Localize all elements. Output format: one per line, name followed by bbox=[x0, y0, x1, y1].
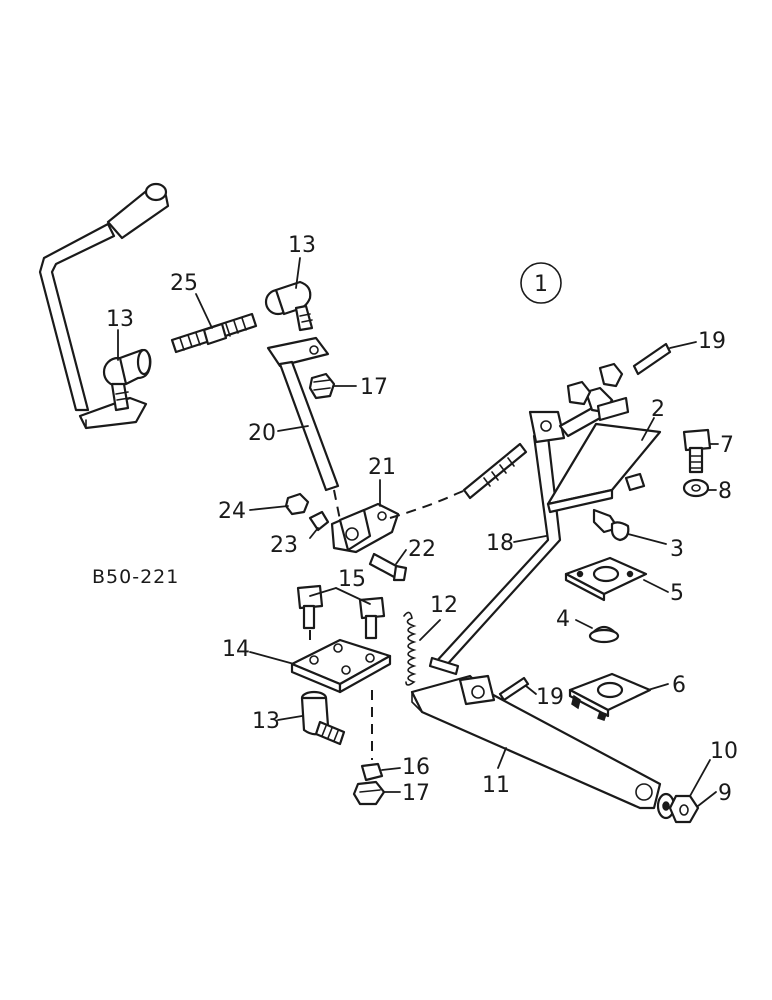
callout-14: 14 bbox=[222, 637, 250, 662]
callout-24: 24 bbox=[218, 499, 246, 524]
mounting-plate bbox=[290, 638, 392, 694]
bearing-flange-lower bbox=[568, 672, 652, 721]
main-arm bbox=[410, 674, 662, 810]
pedal-plate bbox=[546, 422, 662, 514]
callout-19-lower: 19 bbox=[536, 685, 564, 710]
callout-21: 21 bbox=[368, 455, 396, 480]
leader-lines bbox=[117, 257, 719, 807]
callout-3: 3 bbox=[670, 537, 684, 562]
view-number-circle bbox=[520, 262, 562, 304]
callout-16: 16 bbox=[402, 755, 430, 780]
bearing-flange-upper bbox=[564, 556, 648, 602]
pin-lower bbox=[498, 676, 530, 702]
callout-4: 4 bbox=[556, 607, 570, 632]
callout-labels: 2 3 4 5 6 7 8 9 10 11 12 13 13 13 14 15 … bbox=[106, 233, 738, 806]
clevis-bracket bbox=[330, 502, 400, 554]
callout-15: 15 bbox=[338, 567, 366, 592]
callout-13-top: 13 bbox=[288, 233, 316, 258]
link-rod bbox=[266, 336, 340, 492]
pivot-clip bbox=[592, 508, 630, 542]
callout-20: 20 bbox=[248, 421, 276, 446]
ball-joint-upper-left bbox=[102, 348, 152, 412]
callout-13-upper-left: 13 bbox=[106, 307, 134, 332]
callout-8: 8 bbox=[718, 479, 732, 504]
callout-11: 11 bbox=[482, 773, 510, 798]
figure-reference: B50-221 bbox=[92, 566, 179, 588]
washer-23 bbox=[308, 510, 330, 532]
nut-upper bbox=[308, 372, 336, 400]
callout-17-upper: 17 bbox=[360, 375, 388, 400]
nut-16 bbox=[360, 762, 384, 782]
callout-23: 23 bbox=[270, 533, 298, 558]
bearing-cap bbox=[588, 625, 620, 644]
linkage-path bbox=[389, 477, 489, 519]
nut-24 bbox=[284, 492, 310, 516]
spring bbox=[403, 611, 417, 686]
elbow-fitting bbox=[300, 690, 346, 746]
callout-17-lower: 17 bbox=[402, 781, 430, 806]
nut-lower bbox=[352, 780, 386, 806]
callout-25: 25 bbox=[170, 271, 198, 296]
nut-9 bbox=[668, 794, 700, 824]
ball-joint-top bbox=[264, 280, 314, 332]
washer-8 bbox=[682, 478, 710, 498]
callout-9: 9 bbox=[718, 781, 732, 806]
callout-7: 7 bbox=[720, 433, 734, 458]
view-number: 1 bbox=[534, 272, 548, 297]
callout-22: 22 bbox=[408, 537, 436, 562]
callout-6: 6 bbox=[672, 673, 686, 698]
callout-5: 5 bbox=[670, 581, 684, 606]
assembly-line-c bbox=[333, 489, 341, 521]
callout-19-upper: 19 bbox=[698, 329, 726, 354]
control-rod bbox=[428, 410, 566, 676]
bolt-22 bbox=[368, 552, 408, 582]
callout-13-lower: 13 bbox=[252, 709, 280, 734]
hand-lever bbox=[38, 182, 170, 430]
threaded-rod bbox=[170, 312, 258, 354]
shaft-assembly bbox=[558, 362, 630, 438]
callout-10: 10 bbox=[710, 739, 738, 764]
callout-18: 18 bbox=[486, 531, 514, 556]
callout-12: 12 bbox=[430, 593, 458, 618]
pin-upper bbox=[632, 342, 672, 376]
callout-2: 2 bbox=[651, 397, 665, 422]
bolts-15 bbox=[296, 584, 386, 640]
bolt-7 bbox=[682, 428, 712, 474]
